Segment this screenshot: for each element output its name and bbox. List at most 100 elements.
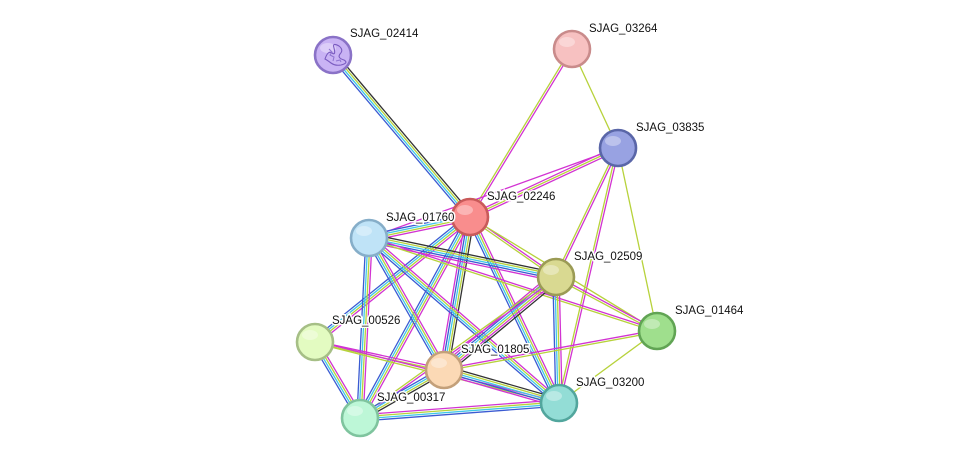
edge-strand-experiments: [472, 215, 563, 402]
edge-strand-homology: [366, 239, 558, 406]
edge-strand-textmining: [445, 217, 473, 371]
edge-strand-textmining: [558, 330, 658, 404]
node-label-SJAG_01464: SJAG_01464: [675, 305, 744, 317]
edge-strand-homology: [360, 405, 560, 422]
node-label-SJAG_00317: SJAG_00317: [377, 392, 445, 404]
edge-strand-textmining: [469, 147, 619, 218]
edge-strand-experiments: [559, 148, 620, 404]
edge-strand-homology: [466, 218, 557, 405]
node-circle[interactable]: [340, 398, 380, 438]
edge-strand-textmining: [557, 147, 618, 403]
edge-strand-database: [443, 369, 560, 404]
edge-strand-experiments: [443, 329, 657, 370]
node-circle[interactable]: [637, 311, 677, 351]
edge-strand-database: [313, 215, 470, 342]
node-label-SJAG_02246: SJAG_02246: [487, 191, 555, 203]
edge-strand-textmining: [554, 147, 618, 277]
node-label-SJAG_03264: SJAG_03264: [589, 23, 658, 35]
node-highlight: [320, 43, 336, 53]
node-circle[interactable]: [349, 218, 389, 258]
node-circle[interactable]: [536, 257, 576, 297]
node-SJAG_01464[interactable]: [637, 311, 677, 351]
node-label-SJAG_01805: SJAG_01805: [461, 344, 529, 356]
edge-SJAG_03835-SJAG_03200: [557, 147, 620, 404]
node-highlight: [543, 265, 559, 275]
edge-strand-experiments: [445, 278, 559, 373]
node-SJAG_01760[interactable]: [349, 218, 389, 258]
edge-strand-textmining: [360, 238, 371, 419]
edge-SJAG_01760-SJAG_01464: [368, 236, 658, 333]
node-SJAG_02246[interactable]: [450, 197, 490, 237]
node-highlight: [302, 330, 318, 340]
edge-strand-experiments: [470, 49, 574, 218]
edge-strand-textmining: [315, 217, 472, 344]
edge-strand-experiments: [440, 272, 554, 367]
node-circle[interactable]: [552, 29, 592, 69]
node-circle[interactable]: [295, 322, 335, 362]
edge-strand-experiments: [369, 236, 658, 331]
node-label-SJAG_03200: SJAG_03200: [576, 377, 644, 389]
edge-SJAG_03835-SJAG_01760: [368, 147, 619, 239]
edge-strand-coexpression: [334, 52, 473, 216]
edge-strand-textmining: [444, 277, 558, 372]
edge-strand-database: [554, 277, 559, 404]
node-circle[interactable]: [539, 383, 579, 423]
edge-strand-homology: [356, 237, 367, 418]
node-label-SJAG_03835: SJAG_03835: [636, 122, 704, 134]
node-SJAG_03835[interactable]: [598, 128, 638, 168]
node-highlight: [644, 319, 660, 329]
node-circle[interactable]: [598, 128, 638, 168]
edge-strand-homology: [552, 277, 557, 404]
node-SJAG_01805[interactable]: [424, 350, 464, 390]
edge-strand-textmining: [369, 237, 446, 370]
node-circle[interactable]: [450, 197, 490, 237]
edge-strand-coexpression: [446, 280, 560, 375]
edge-strand-experiments: [315, 340, 445, 370]
edge-strand-textmining: [368, 238, 657, 333]
edge-strand-homology: [365, 239, 442, 372]
node-highlight: [546, 391, 562, 401]
node-highlight: [457, 205, 473, 215]
edge-strand-database: [368, 237, 557, 278]
edge-strand-coexpression: [444, 365, 561, 400]
edge-strand-database: [358, 216, 470, 418]
node-label-SJAG_02509: SJAG_02509: [574, 251, 642, 263]
edge-SJAG_01464-SJAG_03200: [558, 330, 658, 404]
edge-strand-database: [358, 237, 369, 418]
edge-strand-experiments: [370, 235, 562, 402]
edge-SJAG_00317-SJAG_03200: [359, 399, 560, 422]
edge-strand-textmining: [369, 235, 557, 276]
edge-strand-experiments: [439, 216, 467, 370]
edge-SJAG_03835-SJAG_02509: [554, 147, 620, 278]
edge-strand-homology: [443, 371, 559, 406]
node-highlight: [559, 37, 575, 47]
edge-strand-database: [367, 238, 444, 371]
node-SJAG_02509[interactable]: [536, 257, 576, 297]
node-SJAG_00526[interactable]: [295, 322, 335, 362]
node-highlight: [356, 226, 372, 236]
edge-SJAG_03264-SJAG_02246: [468, 48, 574, 218]
edge-strand-textmining: [359, 275, 556, 418]
edge-strand-textmining: [617, 147, 658, 332]
edge-strand-textmining: [333, 53, 472, 217]
node-highlight: [605, 136, 621, 146]
edge-SJAG_03835-SJAG_01464: [617, 147, 658, 332]
edge-strand-textmining: [369, 236, 561, 403]
edge-strand-experiments: [558, 276, 563, 403]
edge-SJAG_02246-SJAG_01805: [439, 216, 475, 371]
node-SJAG_00317[interactable]: [340, 398, 380, 438]
protein-structure-icon: [324, 43, 347, 66]
node-SJAG_02414[interactable]: [313, 35, 353, 75]
edge-SJAG_01760-SJAG_03200: [366, 235, 562, 406]
edge-strand-textmining: [556, 276, 561, 403]
edge-strand-experiments: [371, 236, 448, 369]
edge-strand-coexpression: [447, 217, 475, 371]
node-SJAG_03200[interactable]: [539, 383, 579, 423]
edge-strand-textmining: [359, 401, 559, 418]
node-circle[interactable]: [313, 35, 353, 75]
edge-SJAG_02414-SJAG_02246: [330, 52, 473, 220]
node-SJAG_03264[interactable]: [552, 29, 592, 69]
node-circle[interactable]: [424, 350, 464, 390]
